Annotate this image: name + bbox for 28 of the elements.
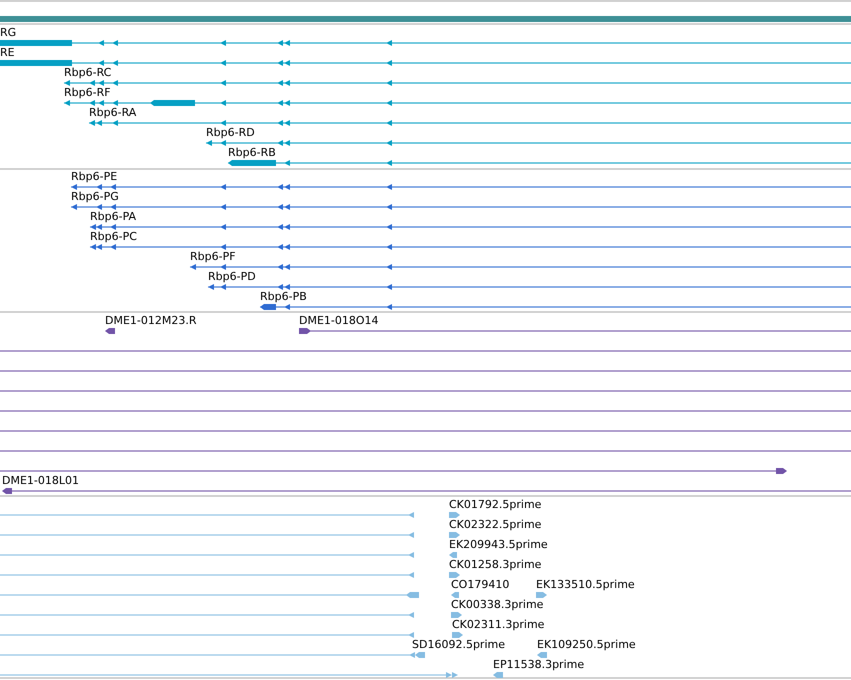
feature-label: Rbp6-RA xyxy=(89,106,136,119)
feature-label: Rbp6-RB xyxy=(228,146,276,159)
feature-label: CK01258.3prime xyxy=(449,558,542,571)
feature-label: EK109250.5prime xyxy=(537,638,636,651)
feature-label: CK02311.3prime xyxy=(452,618,544,631)
feature-label: RE xyxy=(0,46,15,59)
feature-label: Rbp6-PB xyxy=(260,290,307,303)
feature-label: EK133510.5prime xyxy=(536,578,635,591)
feature-label: CK02322.5prime xyxy=(449,518,542,531)
feature-label: DME1-018L01 xyxy=(2,474,79,487)
feature-label: Rbp6-PG xyxy=(71,190,119,203)
feature-label: Rbp6-PC xyxy=(90,230,137,243)
feature-label: CO179410 xyxy=(451,578,510,591)
feature-label: Rbp6-RD xyxy=(206,126,255,139)
feature-label: Rbp6-PD xyxy=(208,270,256,283)
feature-label: Rbp6-PA xyxy=(90,210,136,223)
feature-label: Rbp6-PE xyxy=(71,170,118,183)
feature-label: Rbp6-PF xyxy=(190,250,236,263)
feature-label: Rbp6-RF xyxy=(64,86,111,99)
feature-label: SD16092.5prime xyxy=(412,638,505,651)
feature-label: DME1-012M23.R xyxy=(105,314,197,327)
feature-label: EP11538.3prime xyxy=(493,658,584,671)
feature-label: CK00338.3prime xyxy=(451,598,544,611)
feature-label: RG xyxy=(0,26,16,39)
feature-label: DME1-018O14 xyxy=(299,314,379,327)
feature-label: EK209943.5prime xyxy=(449,538,548,551)
feature-label: CK01792.5prime xyxy=(449,498,542,511)
feature-label: Rbp6-RC xyxy=(64,66,112,79)
